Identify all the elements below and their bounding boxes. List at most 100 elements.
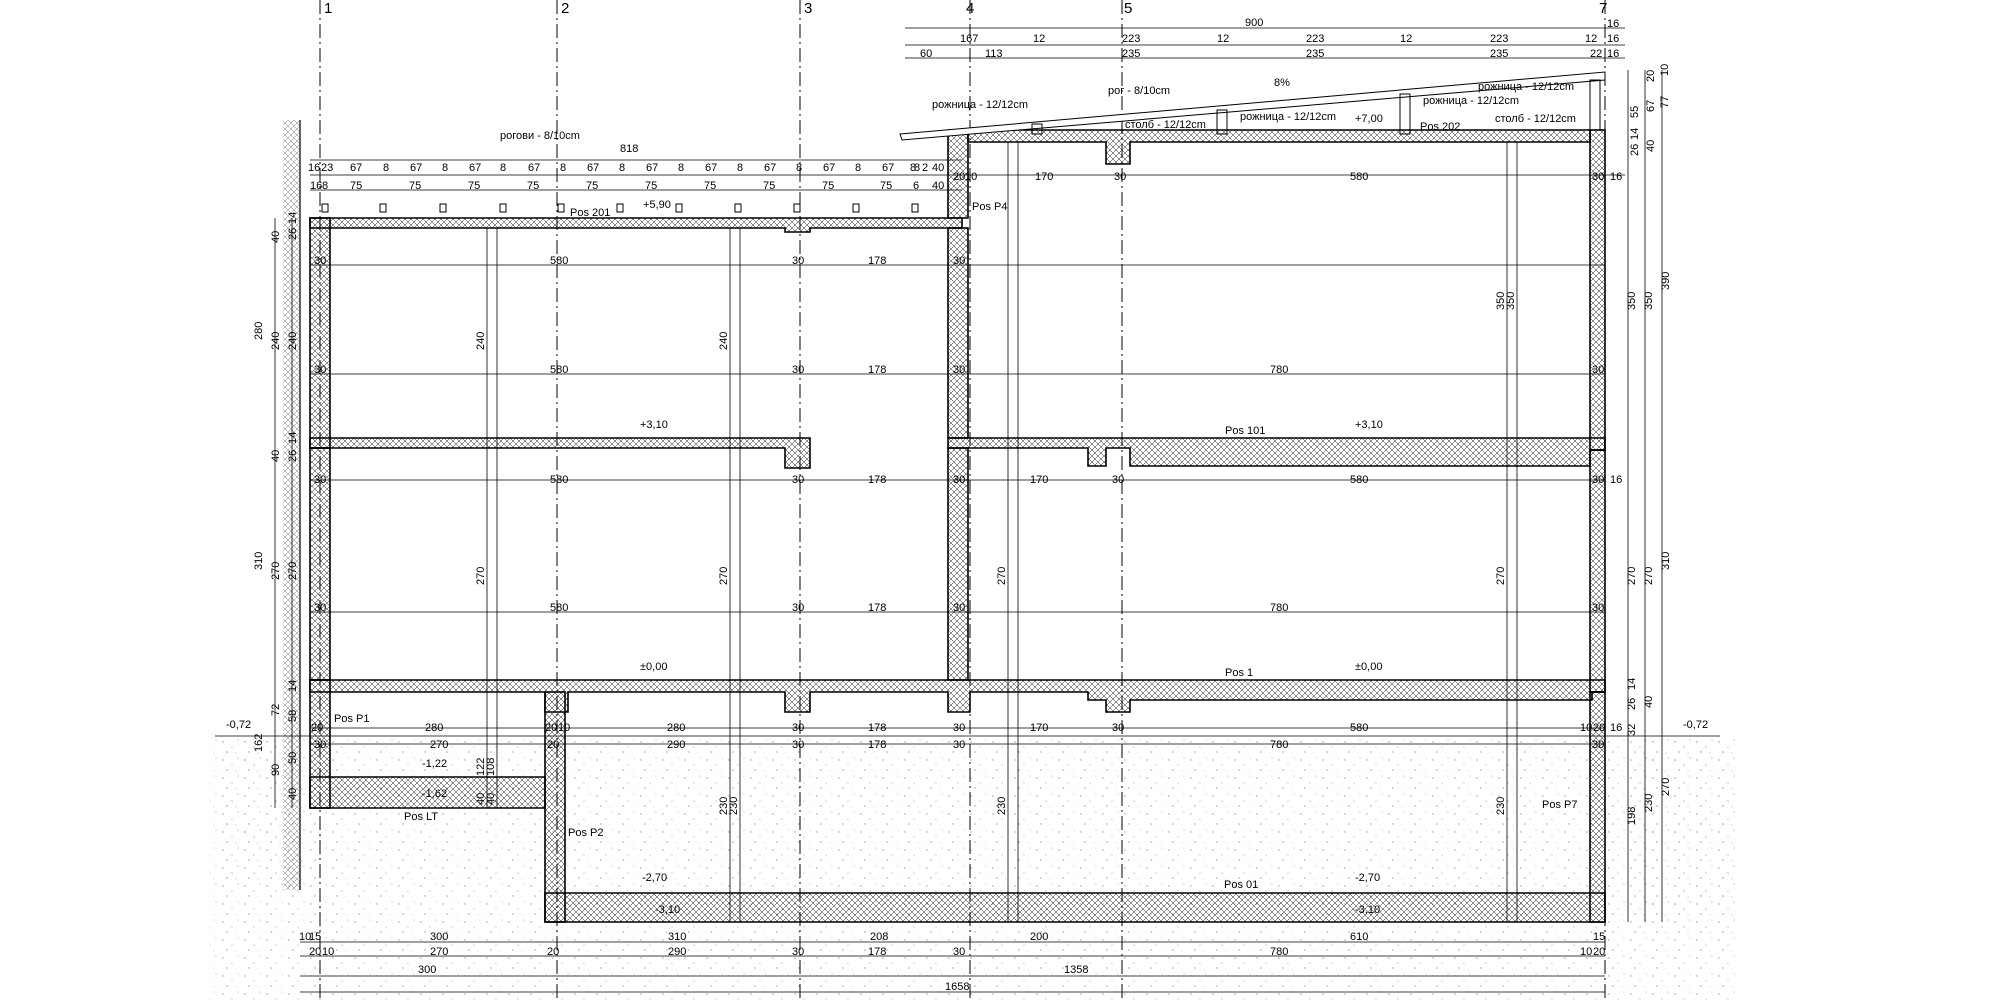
dim-12-c: 12 [1400, 33, 1412, 45]
base-wa-580: 580 [1350, 722, 1368, 734]
base-wa-20-b: 20 [545, 722, 557, 734]
bot-r1-300: 300 [430, 931, 448, 943]
rafter-dim-8-8: 8 [796, 162, 802, 174]
upper-w2-30-d: 30 [1592, 364, 1604, 376]
ground-wa-16: 16 [1610, 474, 1622, 486]
label-pos-lt: Pos LT [404, 811, 438, 823]
slab-floor-upper-right [947, 437, 1606, 467]
ground-wa-170: 170 [1030, 474, 1048, 486]
rafter-dim-8-6: 8 [678, 162, 684, 174]
upper-level-right: +3,10 [1355, 419, 1383, 431]
upper-w-580: 580 [550, 255, 568, 267]
upper-h-240-b: 240 [287, 332, 299, 350]
top-dim-170: 170 [1035, 171, 1053, 183]
dim-167: 167 [960, 33, 978, 45]
upper-w2-178: 178 [868, 364, 886, 376]
rafter-dim-67-1: 67 [350, 162, 362, 174]
rafter-row2-75-2: 75 [409, 180, 421, 192]
base-wb-178: 178 [868, 739, 886, 751]
ground-wb-178: 178 [868, 602, 886, 614]
level-162: -1,62 [422, 788, 447, 800]
label-rog: рог - 8/10cm [1108, 85, 1170, 97]
rafter-dim-10: 10 [965, 171, 977, 183]
bot-r2-178: 178 [868, 946, 886, 958]
level-072-right: -0,72 [1683, 719, 1708, 731]
vt-40-b: 40 [270, 450, 282, 462]
base-wa-10: 10 [558, 722, 570, 734]
base-hl-40: 40 [287, 788, 299, 800]
level-590: +5,90 [643, 199, 671, 211]
ground-wa-580-r: 580 [1350, 474, 1368, 486]
base-wa-30: 30 [792, 722, 804, 734]
dim-113: 113 [985, 48, 1003, 60]
rafter-dim-8-7: 8 [737, 162, 743, 174]
label-slope: 8% [1274, 77, 1290, 89]
right-dim-77: 77 [1659, 96, 1671, 108]
upper-h-240-a: 240 [270, 332, 282, 350]
right-dim-10: 10 [1659, 64, 1671, 76]
rafter-dim-67-2: 67 [410, 162, 422, 174]
rafter-dim-67-9: 67 [823, 162, 835, 174]
base-hl-90: 90 [270, 764, 282, 776]
rafter-dim-67-8: 67 [764, 162, 776, 174]
bot-r3-300: 300 [418, 964, 436, 976]
bot-r2-30: 30 [792, 946, 804, 958]
bot-r1-15: 15 [309, 931, 321, 943]
ground-wa-30-b: 30 [792, 474, 804, 486]
label-pos-202: Pos 202 [1420, 121, 1460, 133]
label-rafter-3: рожница - 12/12cm [1423, 95, 1519, 107]
ground-wb-30-b: 30 [792, 602, 804, 614]
rafter-dim-8-3: 8 [500, 162, 506, 174]
rafter-row2-75-4: 75 [527, 180, 539, 192]
rafter-dim-8-9: 8 [855, 162, 861, 174]
earth-wall-left [283, 120, 301, 890]
rafter-dim-8-10: 8 [910, 162, 916, 174]
ground-h-270-e: 270 [996, 567, 1008, 585]
axis-label-3: 3 [804, 0, 812, 17]
rafter-dim-2: 2 [922, 162, 928, 174]
ground-wa-30-a: 30 [314, 474, 326, 486]
ground-pos-label: Pos 1 [1225, 667, 1253, 679]
ground-wb-580: 580 [550, 602, 568, 614]
base-wa-30-d: 30 [1112, 722, 1124, 734]
slab-roof-left [309, 217, 963, 233]
base-hr-270: 270 [1660, 778, 1672, 796]
top-dim-30: 30 [1114, 171, 1126, 183]
slab-floor-ground [309, 679, 1606, 713]
base-wb-30-c: 30 [953, 739, 965, 751]
upper-h-390: 390 [1660, 272, 1672, 290]
rafter-row2-40: 40 [932, 180, 944, 192]
vt-14-a: 14 [287, 212, 299, 224]
rafter-row2-75-10: 75 [880, 180, 892, 192]
dim-223-b: 223 [1306, 33, 1324, 45]
upper-w2-580: 580 [550, 364, 568, 376]
ground-wb-30-d: 30 [1592, 602, 1604, 614]
dim-223-c: 223 [1490, 33, 1508, 45]
dim-223-a: 223 [1122, 33, 1140, 45]
axis-label-7: 7 [1599, 0, 1607, 17]
upper-w-178: 178 [868, 255, 886, 267]
dim-12-b: 12 [1217, 33, 1229, 45]
right-dim-55: 55 [1629, 106, 1641, 118]
dimension-lines [215, 27, 1720, 993]
bot-r1-208: 208 [870, 931, 888, 943]
slab-roof-right [947, 129, 1591, 165]
upper-w2-780: 780 [1270, 364, 1288, 376]
dim-235-c: 235 [1490, 48, 1508, 60]
ground-h-270-h: 270 [1643, 567, 1655, 585]
upper-h-280: 280 [253, 322, 265, 340]
ground-h-270-b: 270 [287, 562, 299, 580]
base-wa-170: 170 [1030, 722, 1048, 734]
base-wb-780: 780 [1270, 739, 1288, 751]
bot-r2-20-b: 20 [547, 946, 559, 958]
label-post-2: столб - 12/12cm [1495, 113, 1576, 125]
right-dim-14: 14 [1629, 128, 1641, 140]
base-hr-230: 230 [1643, 794, 1655, 812]
level-122: -1,22 [422, 758, 447, 770]
bot-r2-10-r: 10 [1580, 946, 1592, 958]
base-wa-20: 20 [311, 722, 323, 734]
wall-axis4-mid [947, 227, 969, 439]
axis-label-4: 4 [966, 0, 974, 17]
right-dim-26: 26 [1629, 144, 1641, 156]
